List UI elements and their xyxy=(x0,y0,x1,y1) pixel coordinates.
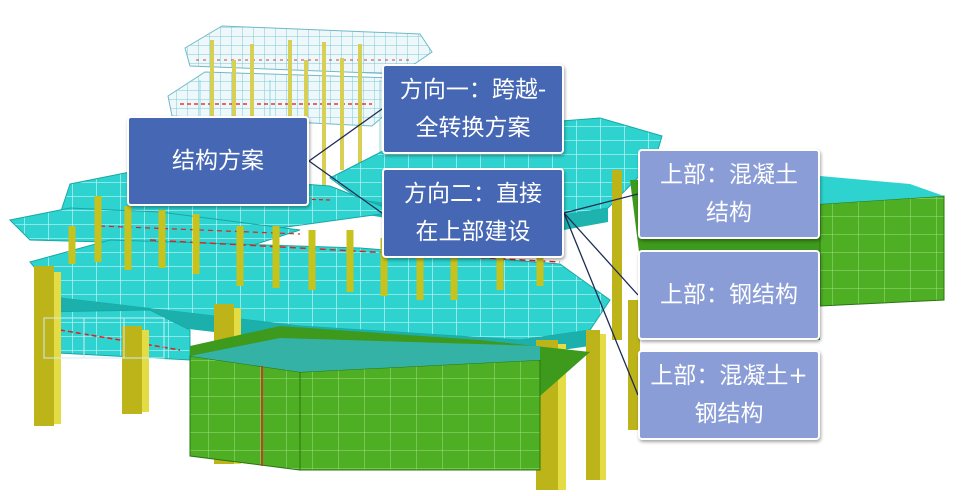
option-steel-node: 上部：钢结构 xyxy=(638,250,820,340)
connector-root-to-direction-2 xyxy=(308,160,383,214)
direction-2-node: 方向二：直接 在上部建设 xyxy=(382,168,564,258)
lower-left-frame xyxy=(43,317,165,359)
connector-root-to-direction-1 xyxy=(308,108,383,162)
connector-direction-2-to-option-3 xyxy=(563,212,639,396)
root-node-structure-scheme: 结构方案 xyxy=(127,116,309,206)
option-concrete-steel-node: 上部：混凝土+ 钢结构 xyxy=(638,350,820,440)
connector-direction-2-to-option-1 xyxy=(563,193,639,214)
option-concrete-node: 上部：混凝土 结构 xyxy=(638,149,820,239)
connector-direction-2-to-option-2 xyxy=(563,212,639,296)
direction-1-node: 方向一：跨越- 全转换方案 xyxy=(382,64,564,154)
